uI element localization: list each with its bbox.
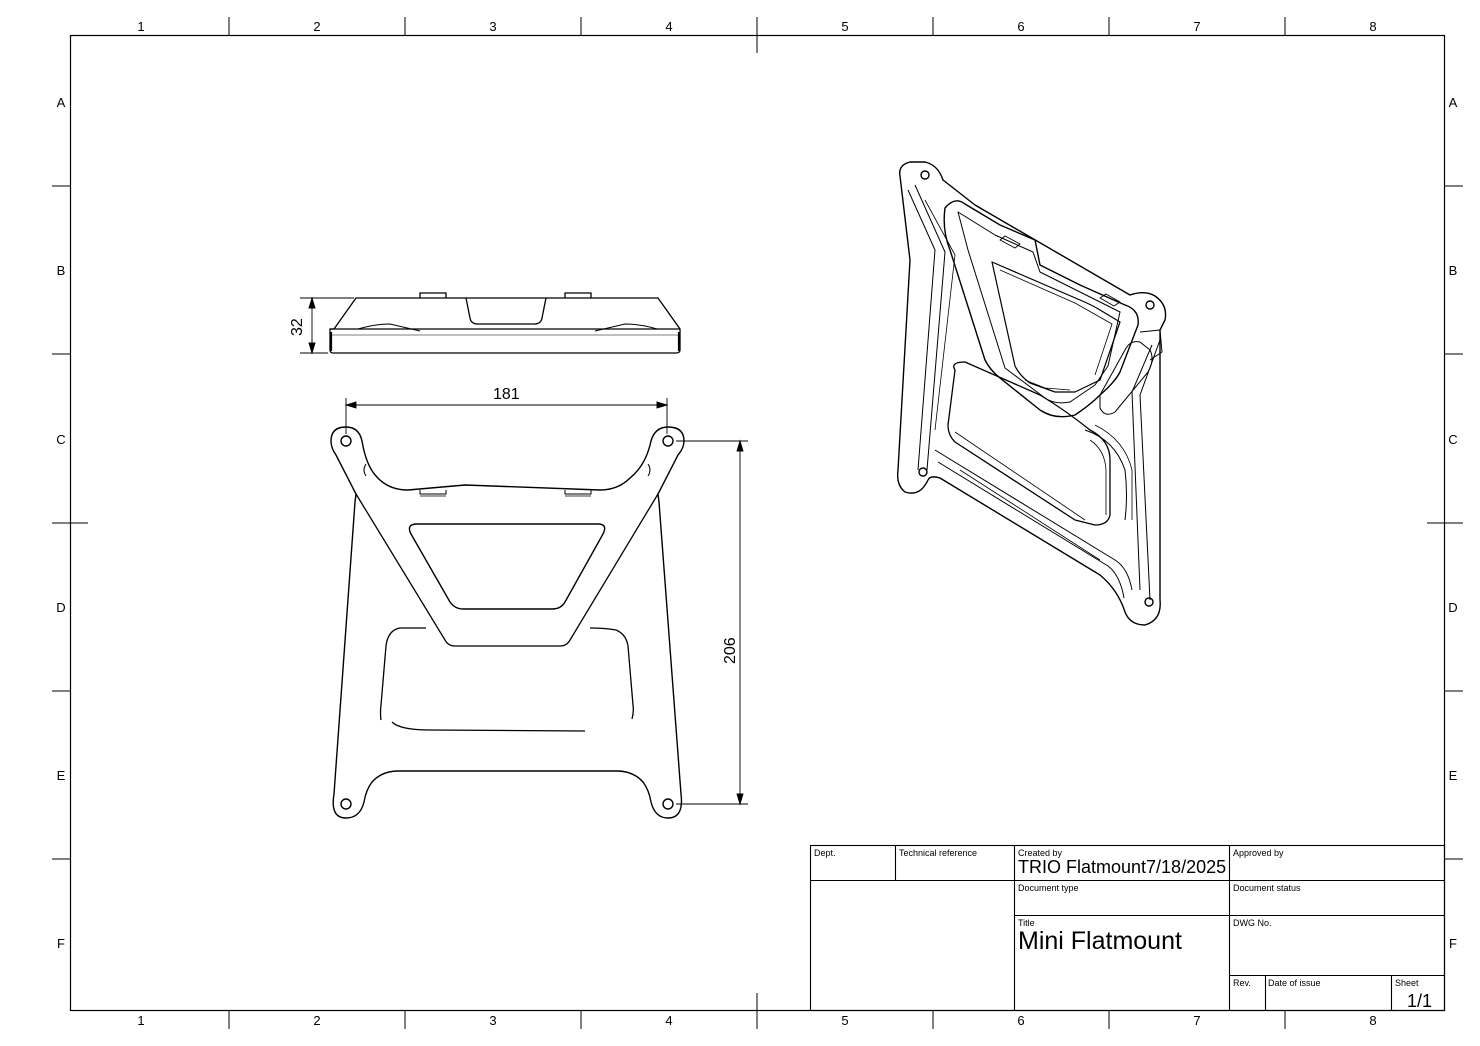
- grid-row-label: B: [56, 263, 66, 278]
- grid-col-label: 1: [137, 1013, 145, 1028]
- sheet-label: Sheet: [1395, 978, 1419, 988]
- document-type-label: Document type: [1018, 883, 1079, 893]
- grid-col-label: 4: [665, 19, 673, 34]
- rev-label: Rev.: [1233, 978, 1251, 988]
- grid-col-label: 5: [841, 1013, 849, 1028]
- grid-row-label: B: [1448, 263, 1458, 278]
- created-by-label: Created by: [1018, 848, 1063, 858]
- grid-row-label: C: [1448, 432, 1458, 447]
- grid-col-label: 3: [489, 1013, 497, 1028]
- created-by-value: TRIO Flatmount7/18/2025: [1018, 857, 1227, 877]
- grid-row-label: D: [1448, 600, 1458, 615]
- dimension-length: [676, 439, 748, 806]
- grid-col-label: 6: [1017, 1013, 1025, 1028]
- title-label: Title: [1018, 918, 1035, 928]
- dimension-width-text: 181: [493, 386, 520, 403]
- grid-row-label: D: [56, 600, 66, 615]
- grid-row-label: F: [57, 936, 65, 951]
- grid-col-label: 3: [489, 19, 497, 34]
- document-status-label: Document status: [1233, 883, 1301, 893]
- grid-col-label: 4: [665, 1013, 673, 1028]
- side-view: [329, 292, 681, 354]
- zone-ticks: [52, 17, 1463, 1029]
- grid-col-label: 8: [1369, 19, 1377, 34]
- approved-by-label: Approved by: [1233, 848, 1284, 858]
- grid-col-label: 8: [1369, 1013, 1377, 1028]
- grid-col-label: 1: [137, 19, 145, 34]
- drawing-title: Mini Flatmount: [1018, 927, 1182, 955]
- dimension-height-text: 32: [289, 318, 306, 336]
- dept-label: Dept.: [814, 848, 836, 858]
- grid-row-label: F: [1449, 936, 1457, 951]
- date-of-issue-label: Date of issue: [1268, 978, 1321, 988]
- dimension-length-text: 206: [722, 637, 739, 664]
- grid-row-label: E: [1448, 768, 1458, 783]
- grid-row-label: C: [56, 432, 66, 447]
- grid-row-label: E: [56, 768, 66, 783]
- grid-col-label: 5: [841, 19, 849, 34]
- top-view: [330, 426, 685, 819]
- grid-row-label: A: [1448, 95, 1458, 110]
- title-block: [809, 844, 1446, 1012]
- grid-col-label: 6: [1017, 19, 1025, 34]
- isometric-view: [896, 161, 1167, 626]
- sheet-number: 1/1: [1407, 991, 1433, 1011]
- grid-col-label: 7: [1193, 19, 1201, 34]
- grid-col-label: 2: [313, 19, 321, 34]
- grid-col-label: 2: [313, 1013, 321, 1028]
- technical-reference-label: Technical reference: [899, 848, 978, 858]
- grid-col-label: 7: [1193, 1013, 1201, 1028]
- grid-row-label: A: [56, 95, 66, 110]
- drawing-frame: [69, 34, 1446, 1012]
- dimension-width: [344, 398, 669, 434]
- dwg-no-label: DWG No.: [1233, 918, 1272, 928]
- dimension-height: [300, 296, 354, 355]
